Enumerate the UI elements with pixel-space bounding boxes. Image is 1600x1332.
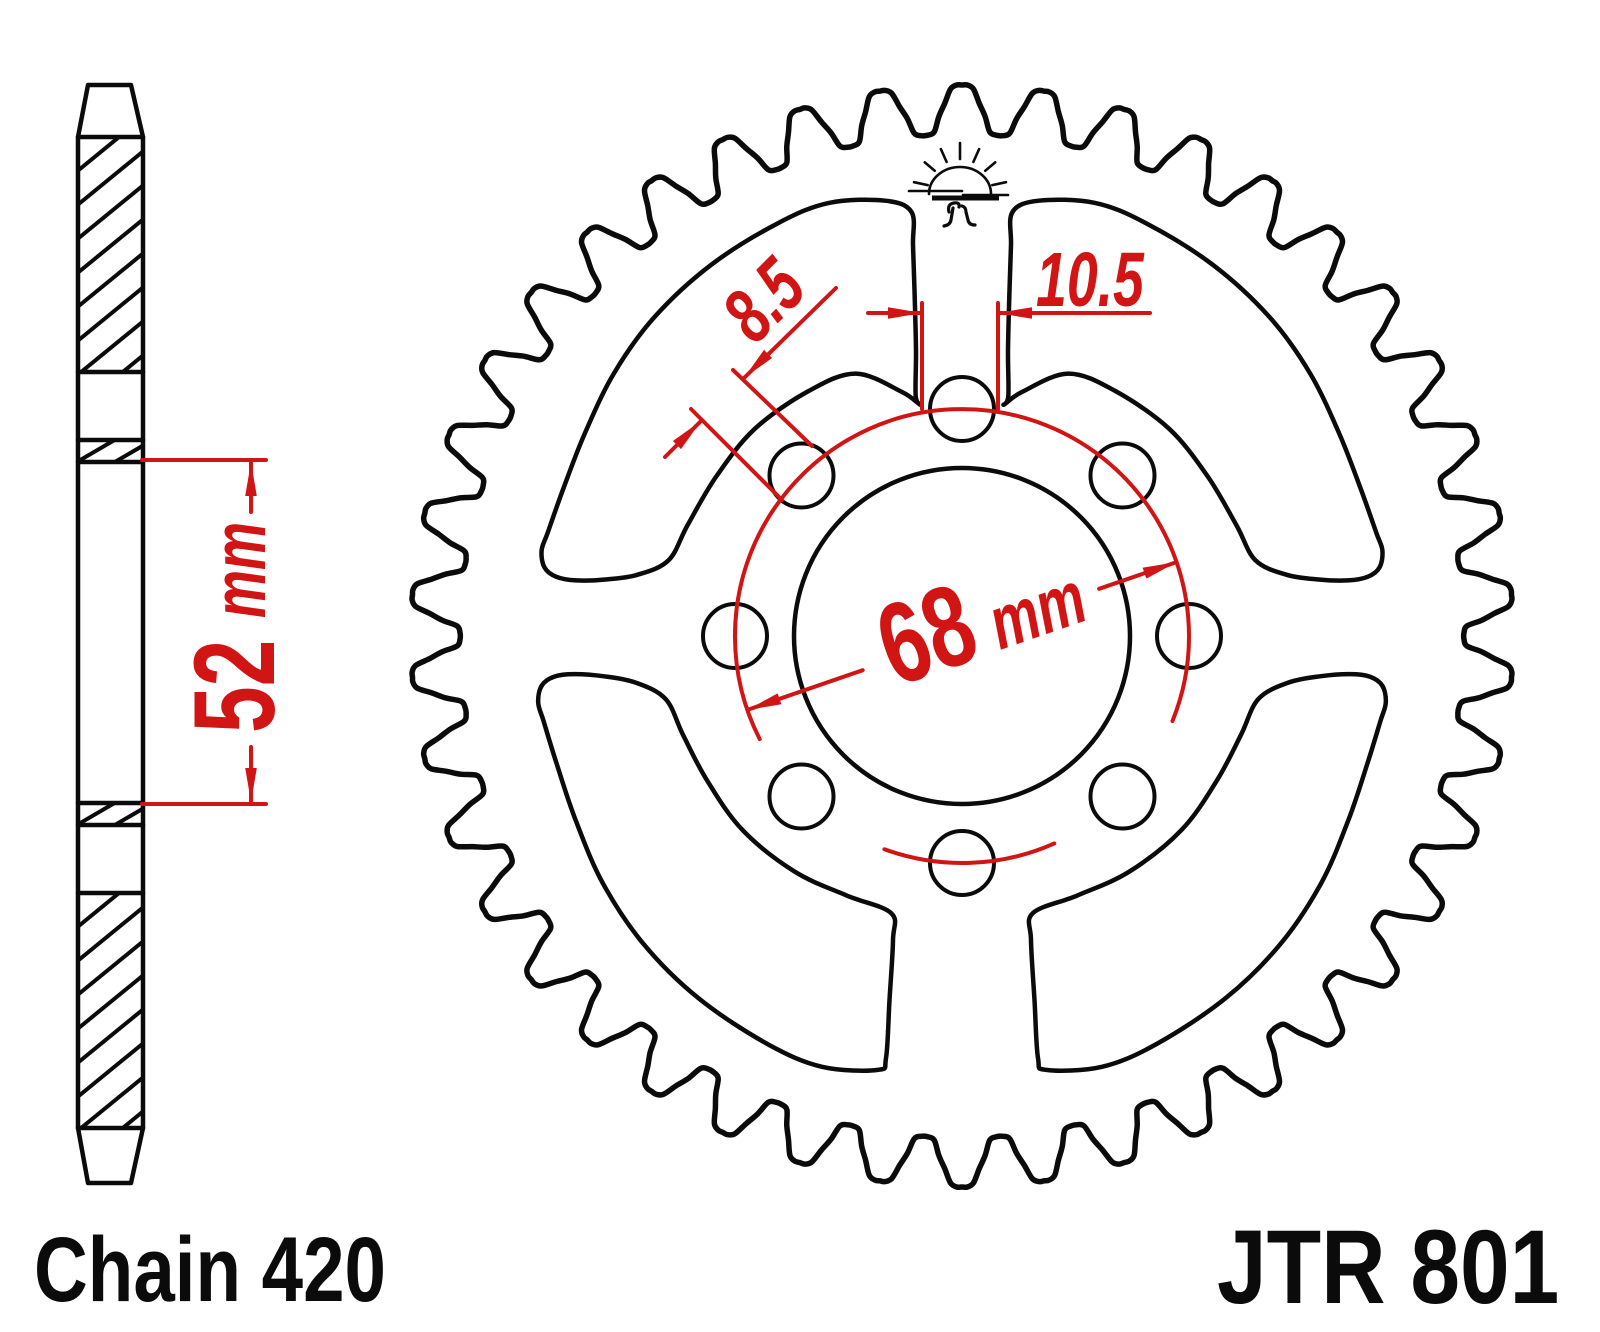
svg-text:Chain 420: Chain 420 [34, 1217, 386, 1320]
svg-text:10.5: 10.5 [1036, 237, 1145, 323]
svg-text:JTR 801: JTR 801 [1217, 1208, 1559, 1325]
svg-text:52: 52 [171, 640, 299, 733]
svg-text:mm: mm [197, 522, 281, 618]
